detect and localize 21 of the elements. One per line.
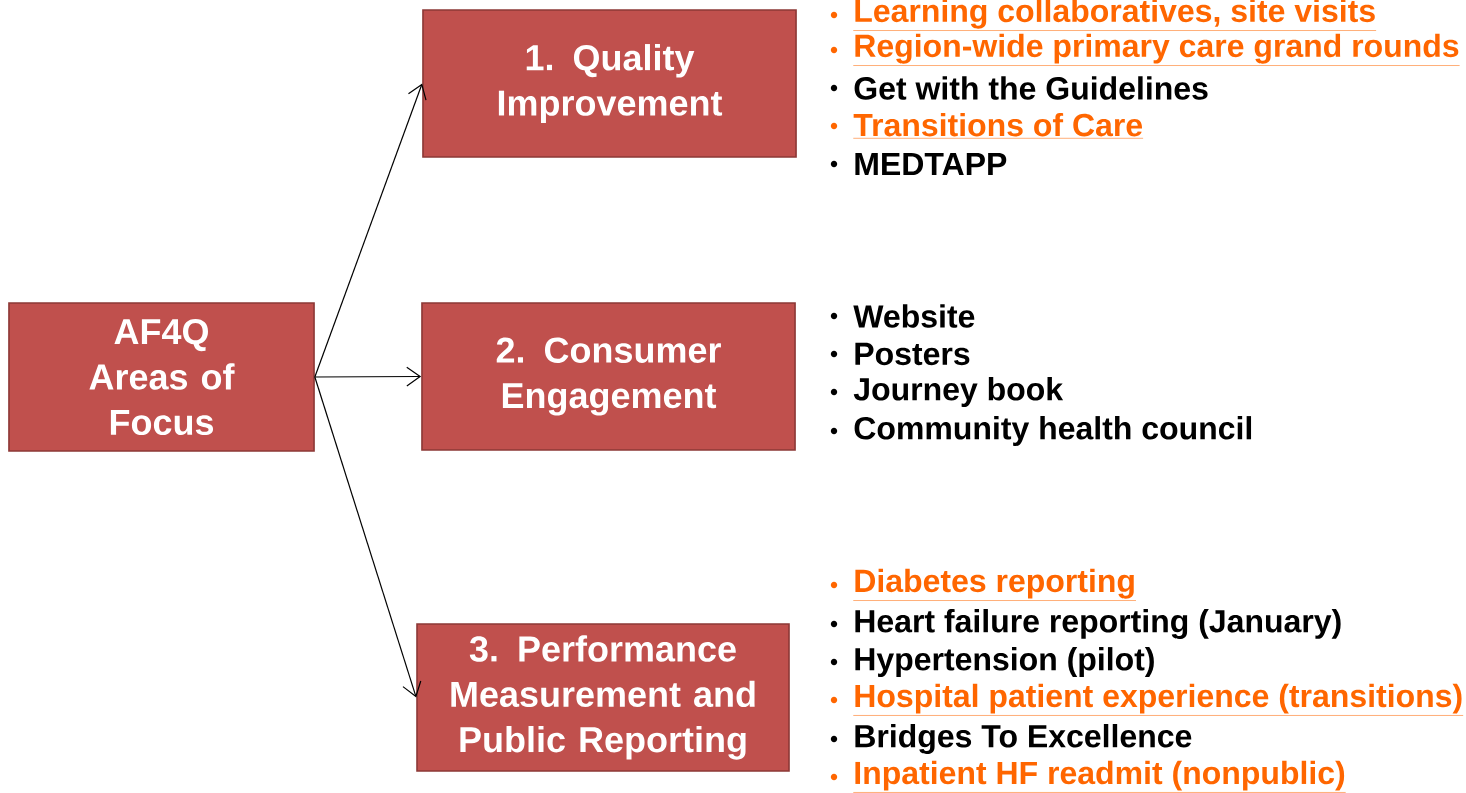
list-item: Hypertension (pilot) bbox=[855, 647, 1154, 677]
list-item: Journey book bbox=[853, 377, 1064, 407]
list-item: Region-wide primary care grand rounds bbox=[853, 33, 1460, 66]
focus-box: 2. Consumer Engagement bbox=[421, 302, 796, 451]
arrow bbox=[314, 376, 422, 698]
list-item: Website bbox=[853, 304, 975, 328]
focus-box: 3. Performance Measurement and Public Reporting bbox=[416, 623, 790, 772]
list-item: Transitions of Care bbox=[853, 112, 1144, 139]
list-item: Hospital patient experience (transitions) bbox=[853, 683, 1464, 716]
list-item: Bridges To Excellence bbox=[855, 724, 1192, 754]
arrow bbox=[314, 366, 422, 387]
list-item: Diabetes reporting bbox=[853, 568, 1137, 601]
list-item: Inpatient HF readmit (nonpublic) bbox=[853, 760, 1346, 793]
focus-box: AF4Q Areas of Focus bbox=[8, 302, 315, 452]
list-item: Get with the Guidelines bbox=[854, 76, 1208, 100]
list-item: Posters bbox=[855, 342, 970, 366]
list-item: Community health council bbox=[854, 416, 1252, 446]
arrow bbox=[314, 83, 427, 378]
list-item: MEDTAPP bbox=[855, 153, 1007, 175]
list-item: Heart failure reporting (January) bbox=[855, 609, 1341, 639]
focus-box: 1. Quality Improvement bbox=[422, 9, 797, 158]
